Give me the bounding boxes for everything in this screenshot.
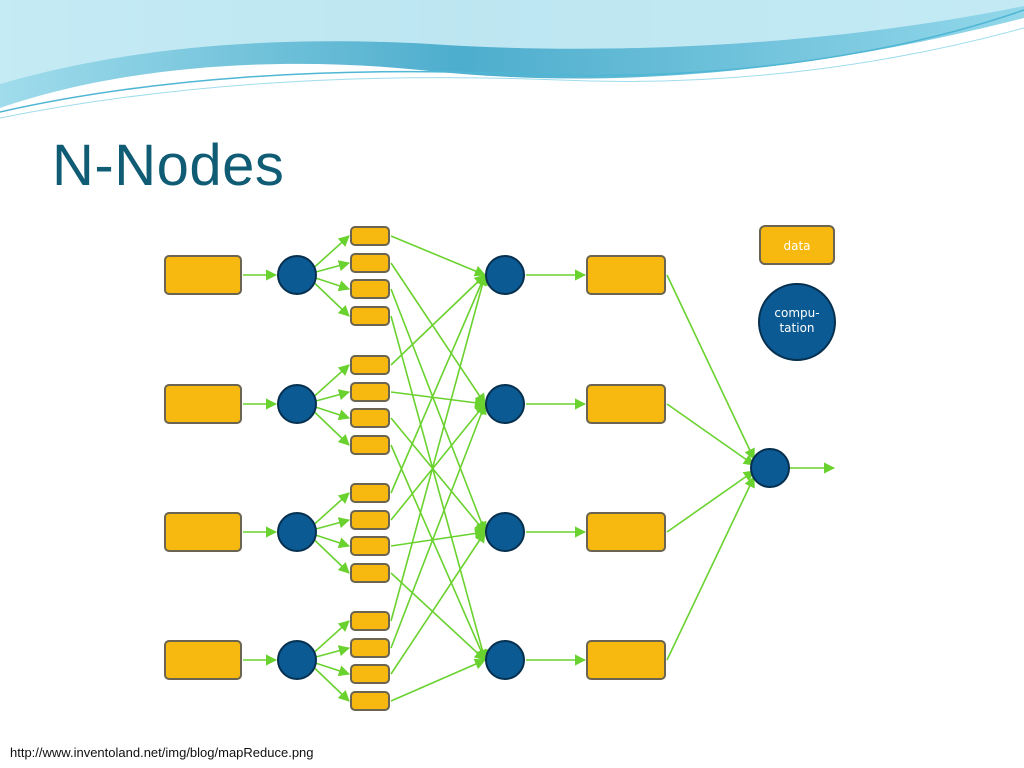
arrow-map-to-chunk [313,389,351,403]
map-node [277,512,317,552]
map-node [277,255,317,295]
arrow-chunk-to-reduce [390,658,487,702]
map-node [277,384,317,424]
arrow-map-to-chunk [313,661,351,677]
arrow-output-to-final [666,274,755,461]
arrow-output-to-final [666,470,755,533]
input-data-block [164,255,242,295]
arrow-chunk-to-reduce [390,273,487,494]
reduce-node [485,255,525,295]
arrow-map-to-chunk [313,538,350,574]
arrow-chunk-to-reduce [390,402,487,649]
output-data-block [586,640,666,680]
intermediate-data-chunk [350,536,390,556]
arrow-map-to-chunk [313,645,351,659]
intermediate-data-chunk [350,382,390,402]
intermediate-data-chunk [350,510,390,530]
input-data-block [164,640,242,680]
arrow-chunk-to-reduce [390,288,487,534]
arrow-map-to-chunk [313,517,351,531]
intermediate-data-chunk [350,279,390,299]
input-data-block [164,384,242,424]
arrow-map-to-chunk [313,276,351,292]
shapes-layer [164,226,790,711]
arrow-chunk-to-reduce [390,417,486,533]
arrow-map-to-chunk [313,666,350,702]
reduce-node [485,640,525,680]
intermediate-data-chunk [350,483,390,503]
intermediate-data-chunk [350,664,390,684]
output-data-block [586,384,666,424]
arrow-chunk-to-reduce [390,444,487,662]
intermediate-data-chunk [350,226,390,246]
top-wave-decoration [0,0,1024,119]
intermediate-data-chunk [350,435,390,455]
arrow-map-to-chunk [313,364,350,398]
legend-data-label: data [783,239,810,253]
intermediate-data-chunk [350,408,390,428]
intermediate-data-chunk [350,691,390,711]
arrow-chunk-to-reduce [390,572,486,661]
arrow-output-to-final [666,475,755,661]
arrow-chunk-to-reduce [390,274,486,366]
input-data-block [164,512,242,552]
arrow-chunk-to-reduce [390,403,486,521]
arrow-chunk-to-reduce [390,391,487,409]
arrow-map-to-chunk [313,410,350,446]
arrow-map-to-chunk [313,260,351,274]
final-node [750,448,790,488]
intermediate-data-chunk [350,355,390,375]
legend-computation-label-line2: tation [779,321,814,335]
legend-computation-label-line1: compu- [774,306,819,320]
arrow-chunk-to-reduce [390,315,488,662]
legend-computation-circle [758,283,836,361]
arrow-chunk-to-reduce [390,531,486,675]
slide-title: N-Nodes [52,133,285,198]
arrow-map-to-chunk [313,533,351,549]
arrow-chunk-to-reduce [390,262,486,405]
source-url: http://www.inventoland.net/img/blog/mapR… [10,745,314,760]
output-data-block [586,255,666,295]
arrow-map-to-chunk [313,281,350,317]
mapreduce-diagram: data compu- tation [158,222,854,718]
arrow-chunk-to-reduce [390,527,487,547]
arrow-output-to-final [666,403,755,466]
intermediate-data-chunk [350,253,390,273]
intermediate-data-chunk [350,611,390,631]
intermediate-data-chunk [350,563,390,583]
output-data-block [586,512,666,552]
arrow-map-to-chunk [313,492,350,526]
arrow-map-to-chunk [313,405,351,421]
legend-data-box [759,225,835,265]
reduce-node [485,512,525,552]
legend: data compu- tation [758,225,836,361]
diagram-canvas: data compu- tation [164,225,836,711]
arrows-layer [243,235,836,702]
arrow-map-to-chunk [313,620,350,654]
arrow-map-to-chunk [313,235,350,269]
map-node [277,640,317,680]
arrow-chunk-to-reduce [390,235,487,277]
intermediate-data-chunk [350,638,390,658]
intermediate-data-chunk [350,306,390,326]
reduce-node [485,384,525,424]
arrow-chunk-to-reduce [390,273,488,622]
